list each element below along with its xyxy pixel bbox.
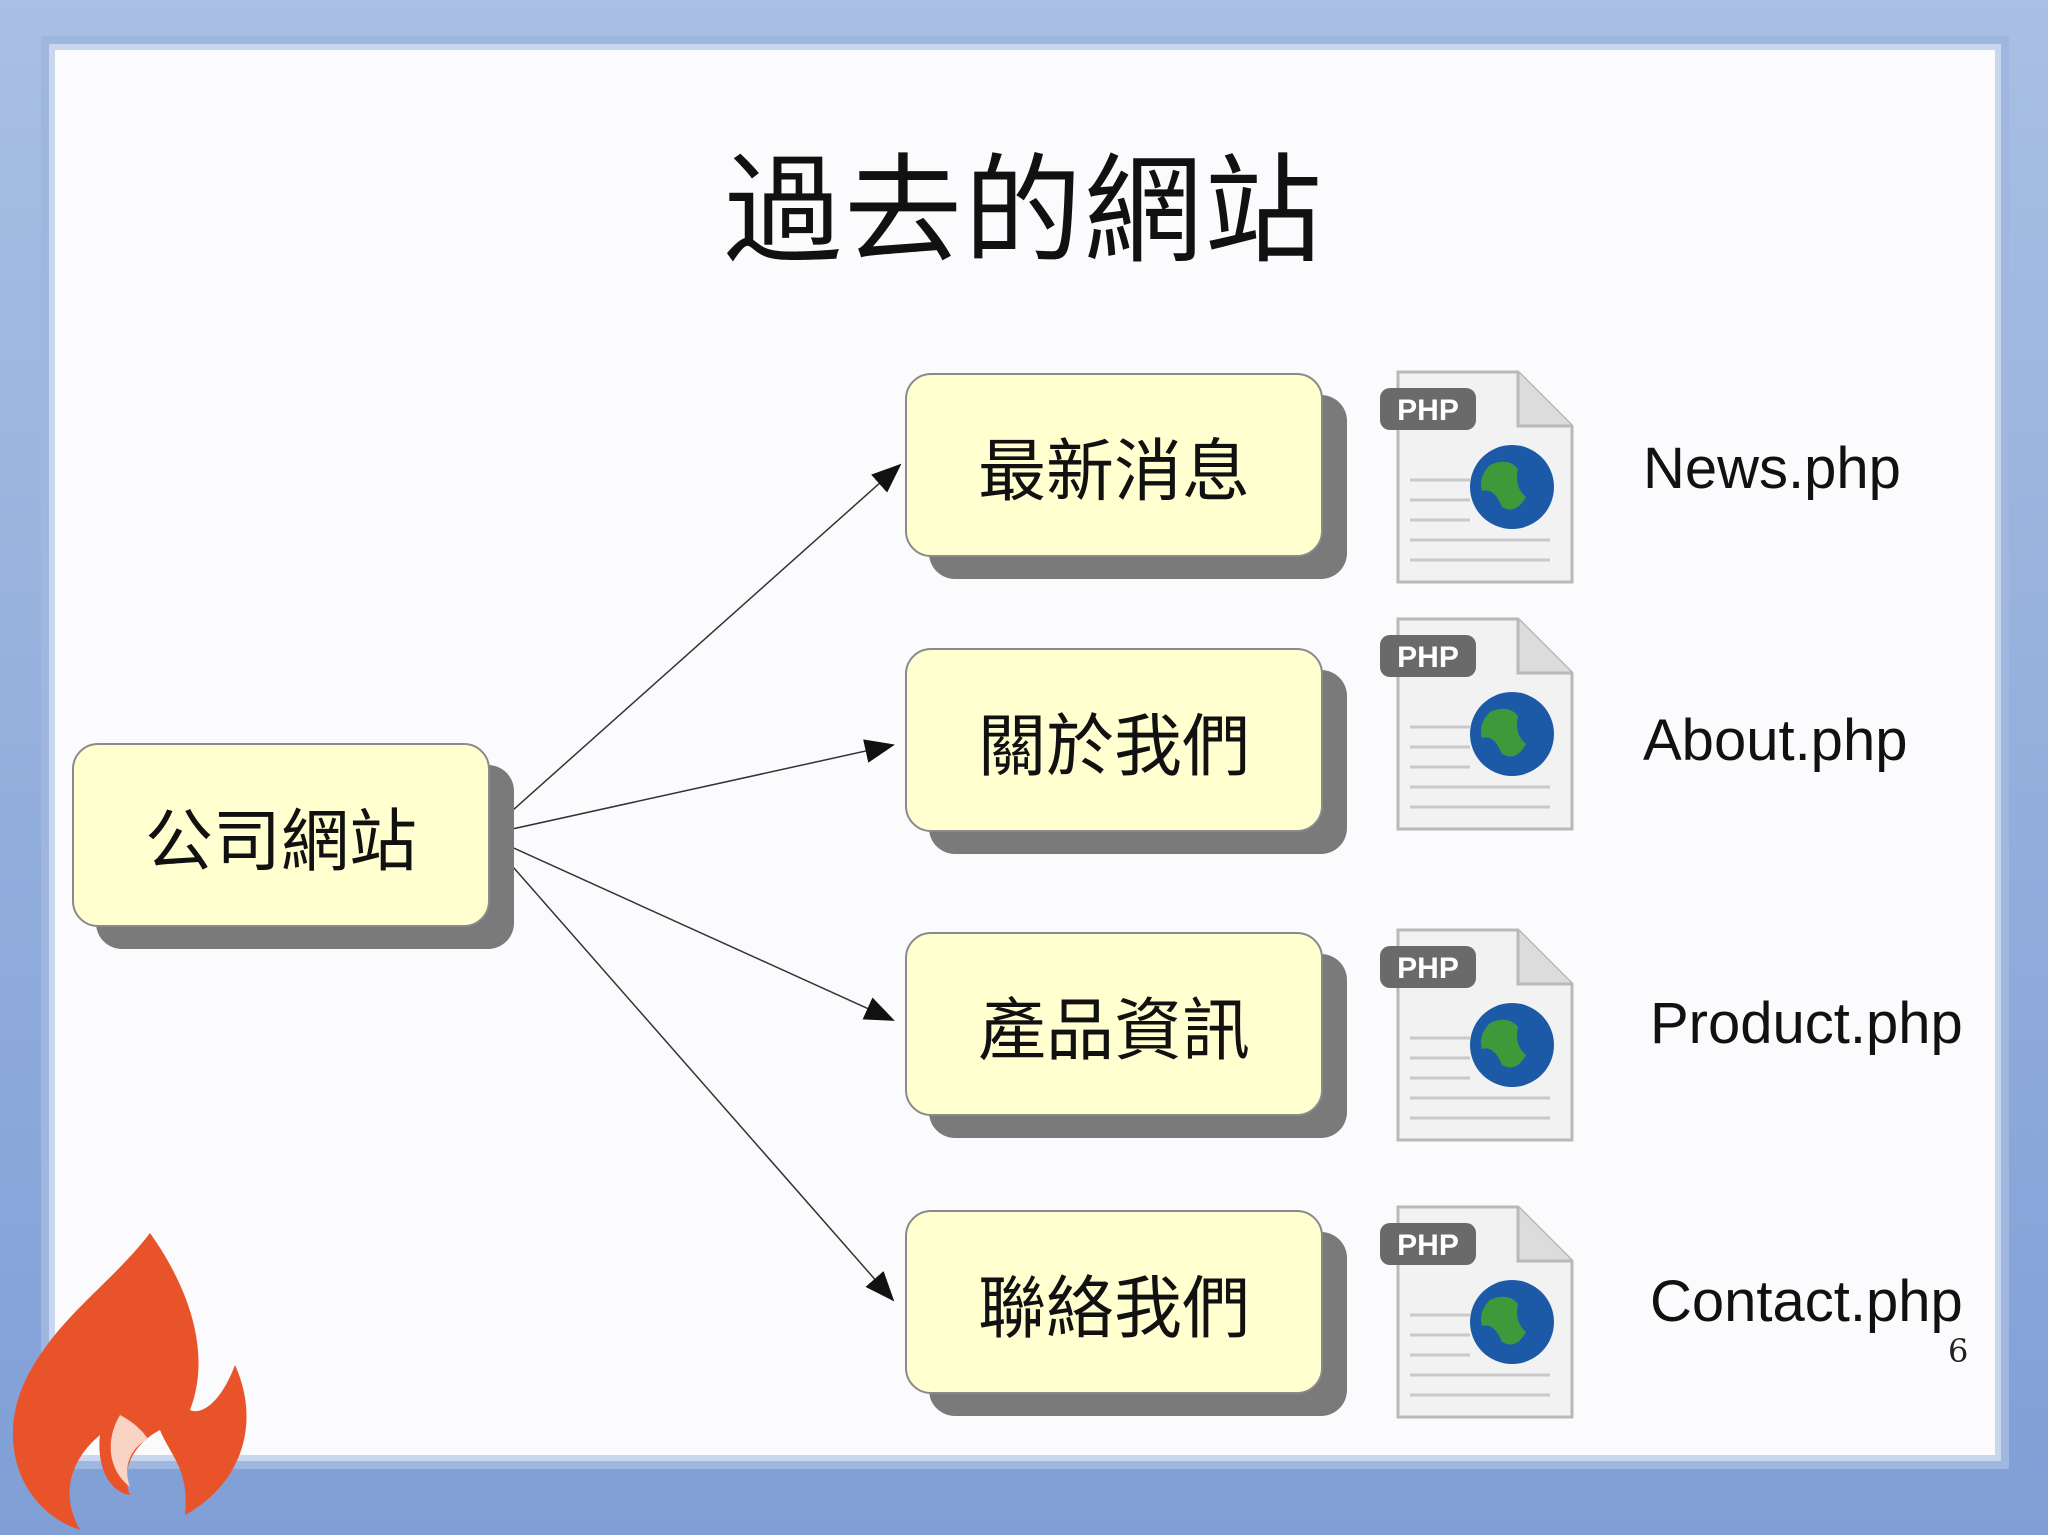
php-file-globe-icon: PHP bbox=[1380, 617, 1574, 831]
php-file-globe-icon: PHP bbox=[1380, 928, 1574, 1142]
arrow-to-news bbox=[484, 463, 902, 836]
filename-contact: Contact.php bbox=[1650, 1269, 1963, 1334]
page-number: 6 bbox=[1948, 1332, 1969, 1370]
php-badge: PHP bbox=[1397, 952, 1459, 985]
arrow-to-about bbox=[484, 739, 895, 836]
php-badge: PHP bbox=[1397, 394, 1459, 427]
filename-about: About.php bbox=[1643, 708, 1908, 773]
php-file-globe-icon: PHP bbox=[1380, 370, 1574, 584]
php-badge: PHP bbox=[1397, 641, 1459, 674]
page-node-about: 關於我們 bbox=[905, 648, 1323, 832]
codeigniter-flame-icon bbox=[12, 1233, 247, 1530]
filename-news: News.php bbox=[1643, 436, 1901, 501]
arrow-to-contact bbox=[484, 834, 895, 1302]
arrow-to-product bbox=[484, 834, 895, 1021]
page-node-news: 最新消息 bbox=[905, 373, 1323, 557]
php-badge: PHP bbox=[1397, 1229, 1459, 1262]
slide-title: 過去的網站 bbox=[723, 142, 1324, 280]
page-node-product: 產品資訊 bbox=[905, 932, 1323, 1116]
php-file-globe-icon: PHP bbox=[1380, 1205, 1574, 1419]
page-node-contact: 聯絡我們 bbox=[905, 1210, 1323, 1394]
root-node-company-site: 公司網站 bbox=[72, 743, 490, 927]
filename-product: Product.php bbox=[1650, 991, 1963, 1056]
